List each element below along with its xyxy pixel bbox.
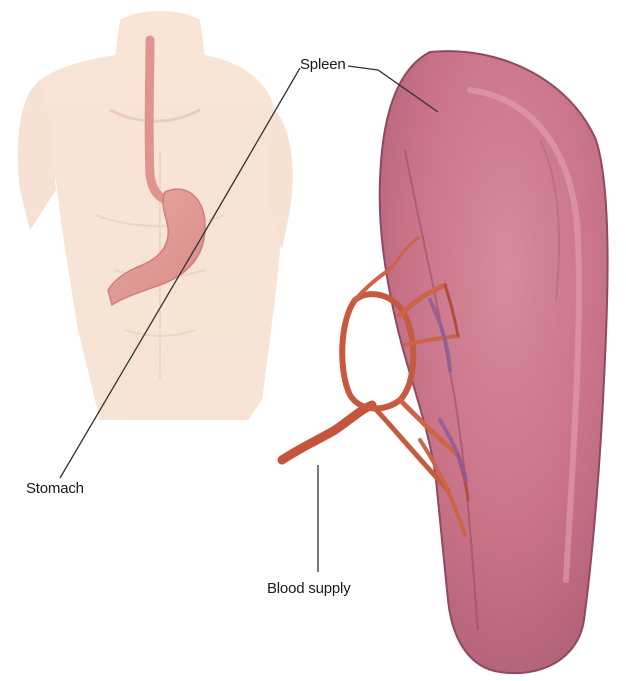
blood-supply-label: Blood supply [267,580,351,597]
torso-silhouette [18,11,293,420]
stomach-label: Stomach [26,480,84,497]
spleen-label: Spleen [300,56,346,73]
